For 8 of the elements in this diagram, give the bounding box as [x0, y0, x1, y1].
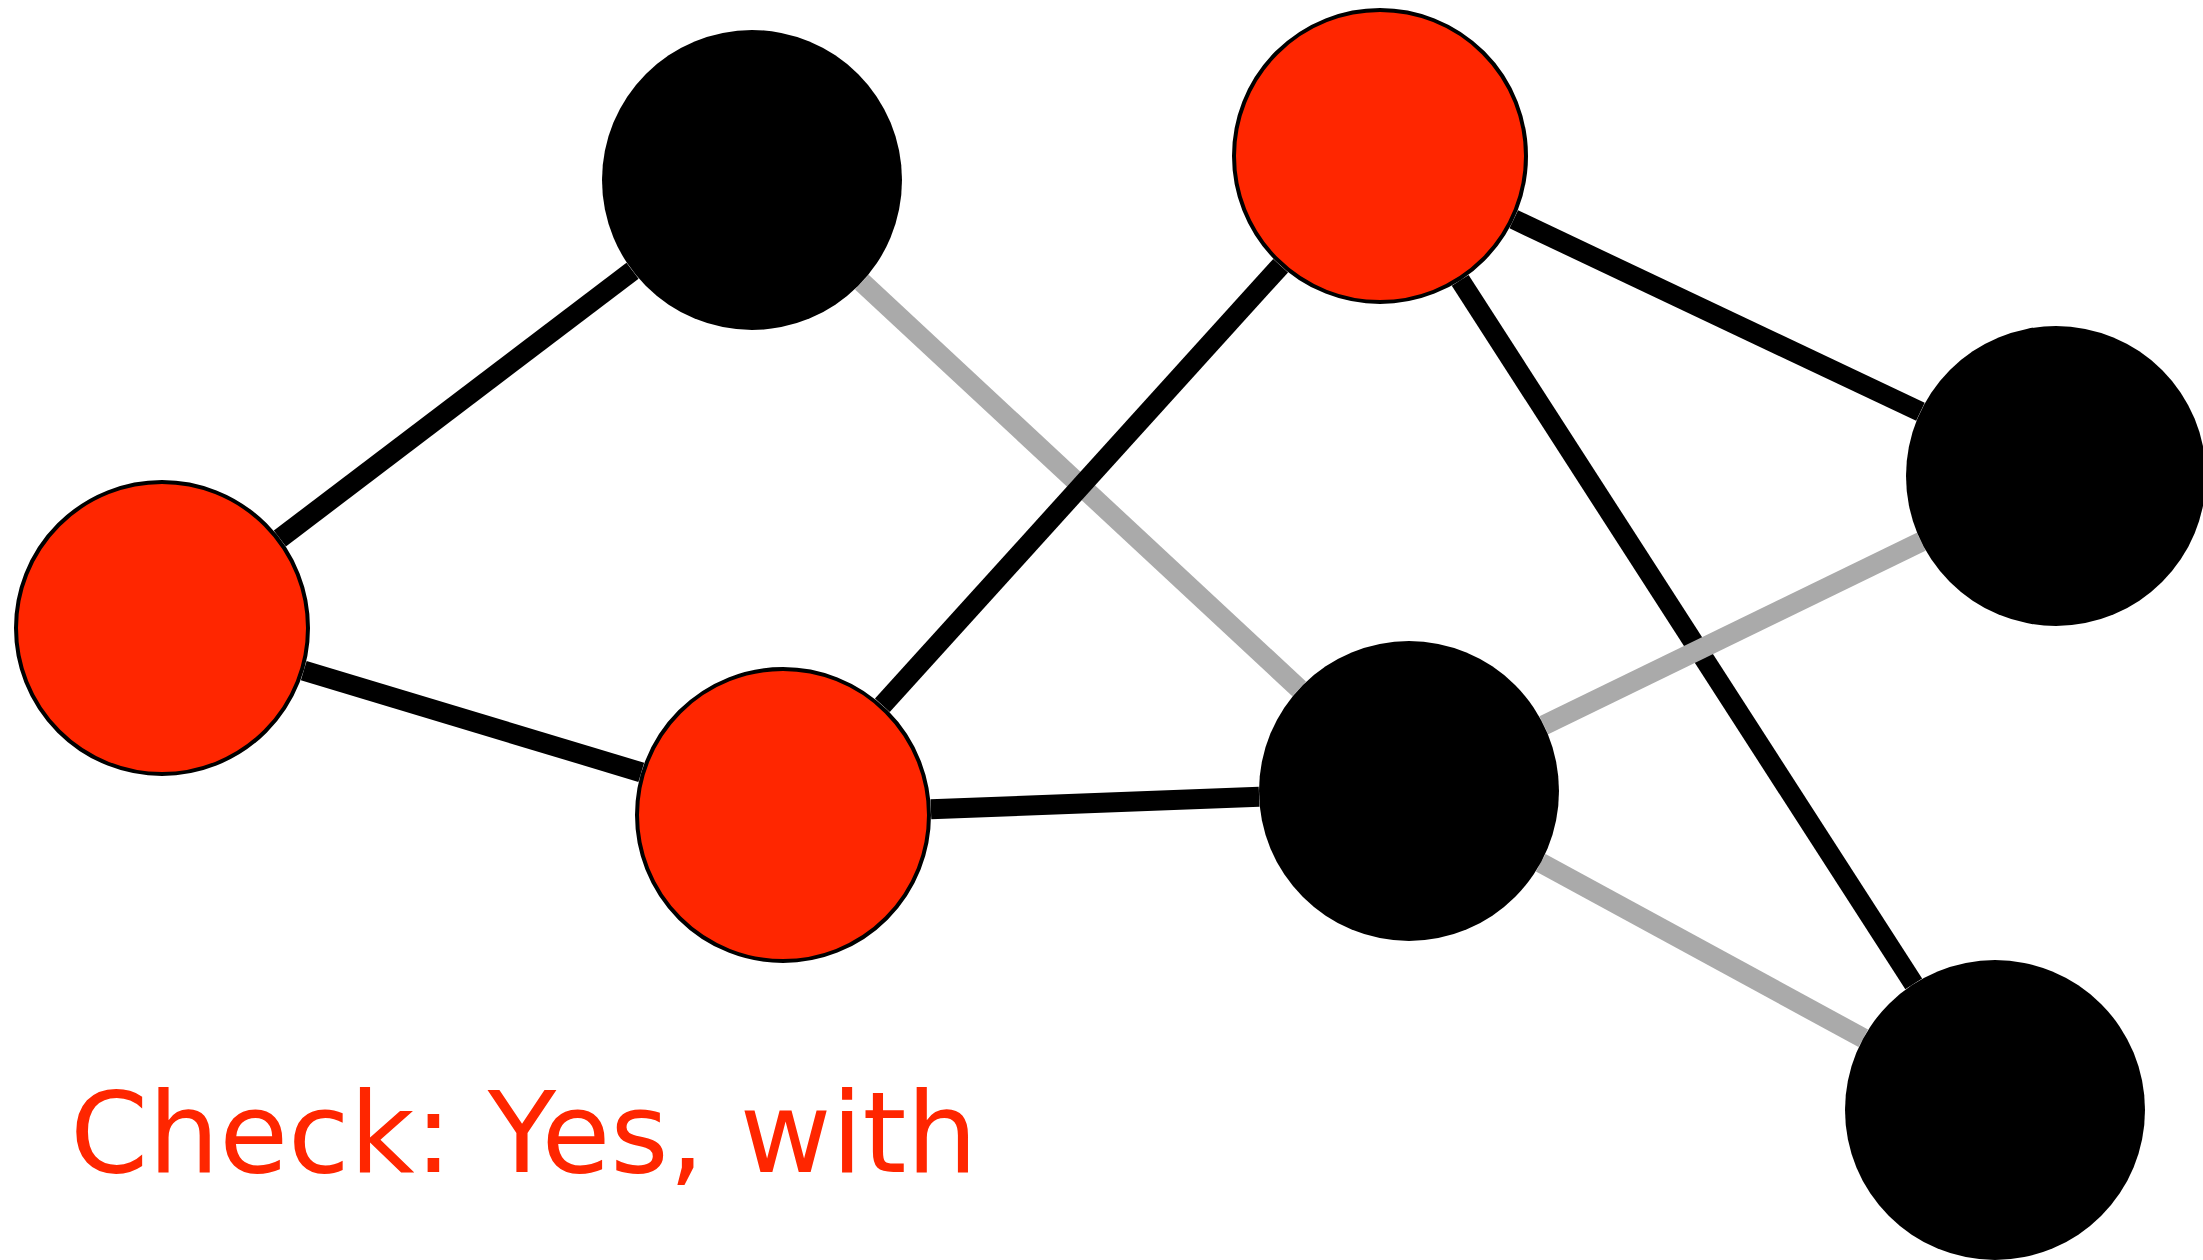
connector-line — [1451, 274, 1923, 990]
connector-line — [1535, 853, 1869, 1048]
connector-line — [1539, 532, 1926, 735]
note-text: Check: Yes, with — [70, 1068, 978, 1198]
connector-line — [930, 786, 1260, 820]
connector-line — [300, 661, 645, 782]
connector-line — [273, 262, 639, 547]
connector-line — [1509, 210, 1925, 421]
